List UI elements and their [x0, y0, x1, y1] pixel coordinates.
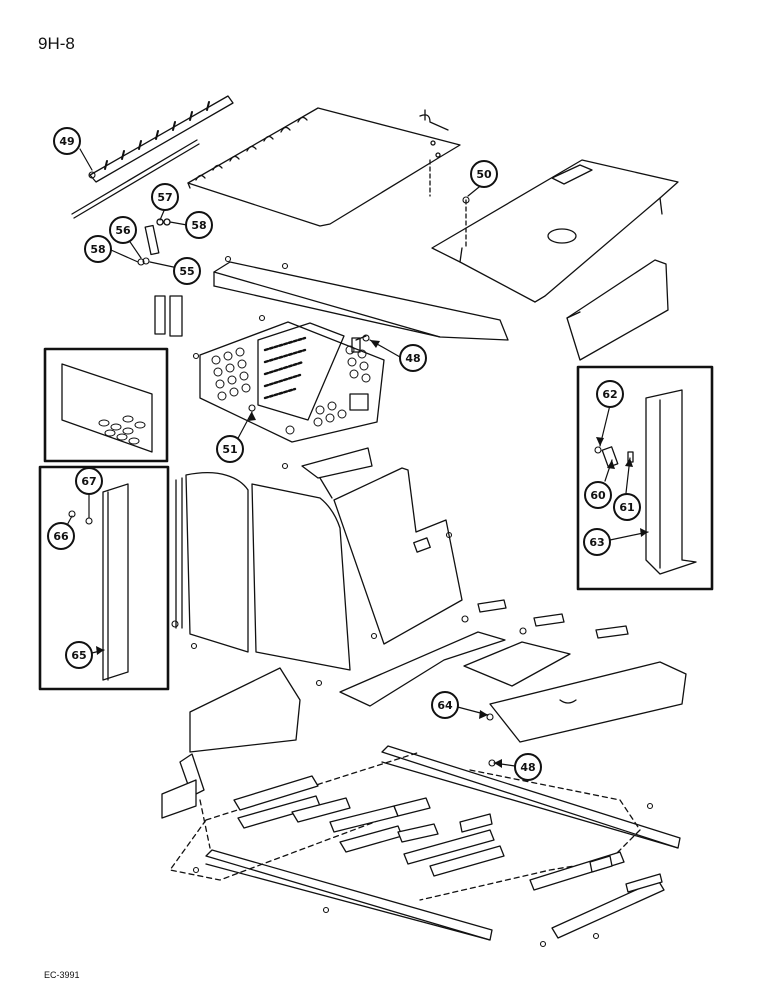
callout-labels: 49 50 57 58 56 58 55 48 51 62 67 66 60 6… — [47, 127, 641, 781]
footer-code: EC-3991 — [44, 970, 80, 980]
svg-text:67: 67 — [81, 475, 96, 488]
svg-text:49: 49 — [59, 135, 74, 148]
grille-clip-body — [351, 337, 361, 353]
callout-58-second: 58 — [84, 235, 112, 263]
callout-61: 61 — [613, 493, 641, 521]
hardware-fasteners — [68, 171, 654, 948]
svg-text:66: 66 — [53, 530, 69, 543]
floor-mats — [339, 599, 687, 743]
svg-text:65: 65 — [71, 649, 86, 662]
svg-text:50: 50 — [476, 168, 492, 181]
center-side-panel — [251, 483, 351, 671]
svg-text:48: 48 — [405, 352, 420, 365]
callout-51: 51 — [216, 435, 244, 463]
svg-text:56: 56 — [115, 224, 131, 237]
svg-text:58: 58 — [90, 243, 105, 256]
inset-box-side-strip — [38, 465, 170, 691]
svg-text:61: 61 — [619, 501, 634, 514]
seal-strip — [71, 139, 200, 219]
callout-58: 58 — [185, 211, 213, 239]
perforated-grille — [199, 321, 385, 443]
callout-67: 67 — [75, 467, 103, 495]
svg-text:51: 51 — [222, 443, 237, 456]
callout-48: 48 — [399, 344, 427, 372]
callout-60: 60 — [584, 481, 612, 509]
inset-box-alt-grille — [43, 347, 169, 463]
svg-text:58: 58 — [191, 219, 206, 232]
svg-text:48: 48 — [520, 761, 535, 774]
callout-62: 62 — [596, 380, 624, 408]
inset-box-side-panel — [576, 365, 714, 591]
cross-rail — [213, 261, 509, 341]
callout-66: 66 — [47, 522, 75, 550]
console-bracket — [301, 447, 373, 499]
grille-clip — [355, 335, 367, 341]
callout-49: 49 — [53, 127, 81, 155]
hinge-bar — [89, 95, 234, 183]
callout-50: 50 — [470, 160, 498, 188]
page-number: 9H-8 — [38, 34, 75, 53]
top-cover-panel — [187, 107, 461, 227]
mounting-brackets — [154, 295, 183, 337]
callout-56: 56 — [109, 216, 137, 244]
lower-frame — [161, 667, 681, 941]
side-flap — [566, 259, 669, 361]
callout-64: 64 — [431, 691, 459, 719]
callout-55: 55 — [173, 257, 201, 285]
leader-arrows — [96, 340, 648, 768]
svg-text:63: 63 — [589, 536, 604, 549]
callout-57: 57 — [151, 183, 179, 211]
callout-63: 63 — [583, 528, 611, 556]
svg-text:64: 64 — [437, 699, 453, 712]
svg-text:60: 60 — [590, 489, 606, 502]
right-side-panel — [333, 467, 463, 645]
callout-48-second: 48 — [514, 753, 542, 781]
svg-text:55: 55 — [179, 265, 194, 278]
small-bracket — [144, 218, 171, 256]
svg-text:57: 57 — [157, 191, 172, 204]
callout-65: 65 — [65, 641, 93, 669]
svg-text:62: 62 — [602, 388, 617, 401]
left-side-panel — [175, 472, 249, 653]
rear-top-panel — [431, 159, 679, 303]
